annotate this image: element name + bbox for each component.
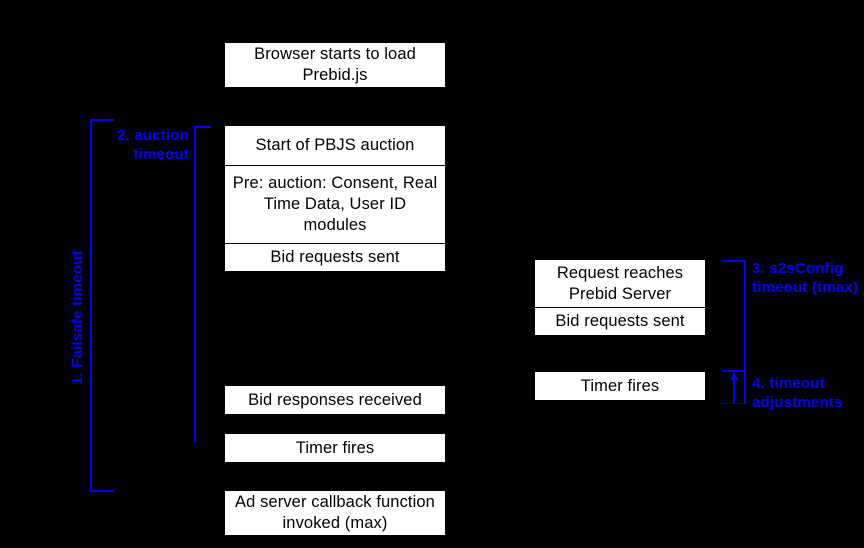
stack-cell-start-pbjs-auction: Start of PBJS auction	[225, 126, 445, 165]
failsafe-bracket-tick-bottom	[90, 490, 114, 492]
stack-cell-request-reaches-prebid-server: Request reaches Prebid Server	[535, 260, 705, 307]
box-label: Bid requests sent	[270, 248, 400, 266]
box-label: Bid requests sent	[555, 312, 685, 330]
stack-cell-bid-requests-sent: Bid requests sent	[225, 243, 445, 271]
box-bid-responses-received: Bid responses received	[225, 386, 445, 414]
prebid-server-stack: Request reaches Prebid Server Bid reques…	[535, 260, 705, 335]
label-timeout-adjustments: 4. timeout adjustments	[752, 375, 843, 411]
auction-bracket-vertical	[194, 126, 196, 443]
box-label: Request reaches Prebid Server	[556, 263, 684, 303]
label-failsafe-timeout: 1. Failsafe timeout	[69, 250, 86, 385]
box-label: Start of PBJS auction	[255, 136, 415, 154]
timeout-adjustments-arrow-icon	[730, 372, 737, 403]
failsafe-bracket-vertical	[90, 119, 92, 492]
box-label: Timer fires	[295, 438, 375, 457]
label-auction-timeout: 2. auction timeout	[116, 127, 189, 163]
box-label: Browser starts to load Prebid.js	[254, 45, 416, 84]
label-s2sconfig-timeout: 3. s2sConfig timeout (tmax)	[752, 260, 859, 296]
s2sconfig-bracket-tick-top	[722, 260, 746, 262]
box-label: Ad server callback function invoked (max…	[235, 493, 435, 532]
timeout-adjustments-bracket-vertical	[744, 371, 746, 404]
box-label: Bid responses received	[248, 390, 422, 409]
timeout-adjustments-dotted-baseline	[722, 403, 746, 404]
box-server-timer-fires: Timer fires	[535, 372, 705, 400]
box-browser-starts-load-prebid: Browser starts to load Prebid.js	[225, 43, 445, 87]
auction-bracket-tick-top	[194, 126, 211, 128]
auction-stack: Start of PBJS auction Pre: auction: Cons…	[225, 126, 445, 271]
failsafe-bracket-tick-top	[90, 119, 114, 121]
stack-cell-pre-auction-modules: Pre: auction: Consent, Real Time Data, U…	[225, 165, 445, 243]
box-label: Timer fires	[580, 376, 660, 395]
s2sconfig-bracket-tick-bottom	[722, 370, 746, 372]
stack-cell-server-bid-requests-sent: Bid requests sent	[535, 307, 705, 335]
s2sconfig-bracket-vertical	[744, 260, 746, 371]
box-label: Pre: auction: Consent, Real Time Data, U…	[232, 174, 438, 234]
box-ad-server-callback: Ad server callback function invoked (max…	[225, 491, 445, 535]
box-client-timer-fires: Timer fires	[225, 434, 445, 462]
